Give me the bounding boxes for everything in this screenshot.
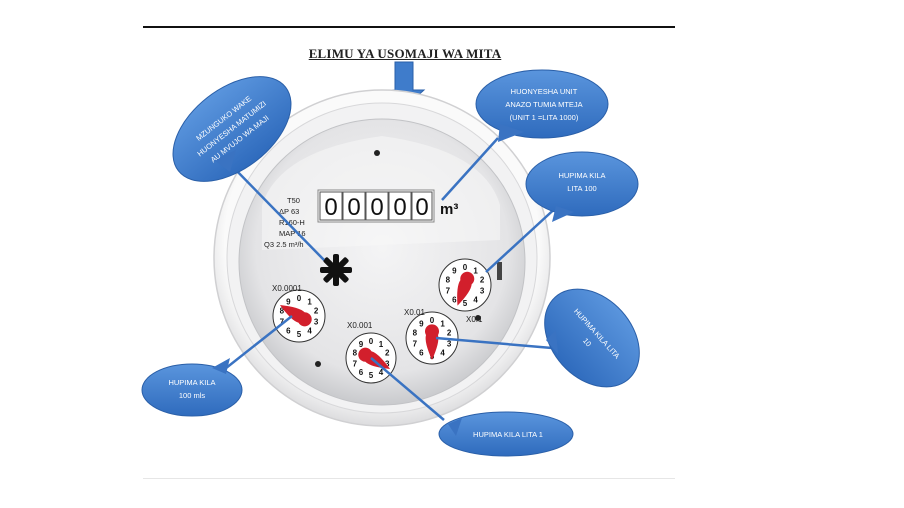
counter-digit-1: 0 <box>324 194 337 221</box>
counter-digit-3: 0 <box>370 194 383 221</box>
dial-number: 8 <box>413 328 418 337</box>
callout-lita-100-line-2: LITA 100 <box>567 184 596 193</box>
counter-window: 0 0 0 0 0 m³ <box>317 189 458 223</box>
dial-number: 2 <box>447 328 452 337</box>
dial-number: 4 <box>440 349 445 358</box>
dial-number: 7 <box>413 340 418 349</box>
dial-number: 7 <box>280 318 285 327</box>
bottom-rule <box>143 478 675 479</box>
dial-label-x0-01: X0.01 <box>404 308 425 317</box>
dial-number: 4 <box>307 327 312 336</box>
dial-number: 7 <box>353 359 358 368</box>
dial-number: 5 <box>369 371 374 380</box>
callout-lita-100-line-1: HUPIMA KILA <box>558 171 605 180</box>
callout-units-line-1: HUONYESHA UNIT <box>511 87 578 96</box>
dial-number: 0 <box>463 263 468 272</box>
callout-rotation: MZUNGUKO WAKE HUONYESHA MATUMIZI AU MVUJ… <box>172 76 292 182</box>
spec-line-1: T50 <box>287 196 300 205</box>
dial-pointer <box>457 271 475 306</box>
dial-pointer <box>358 347 391 369</box>
callout-units: HUONYESHA UNIT ANAZO TUMIA MTEJA (UNIT 1… <box>475 69 609 142</box>
dial-number: 1 <box>440 319 445 328</box>
callout-lita-1-line-1: HUPIMA KILA LITA 1 <box>473 430 543 439</box>
dial-number: 3 <box>447 340 452 349</box>
dial-number: 5 <box>463 299 468 308</box>
counter-unit: m³ <box>440 201 458 218</box>
spec-line-4: MAP 16 <box>279 229 306 238</box>
dial-number: 8 <box>446 275 451 284</box>
dial-number: 4 <box>379 368 384 377</box>
dial-number: 0 <box>430 316 435 325</box>
callout-lita-100: HUPIMA KILA LITA 100 <box>525 151 639 222</box>
dial-number: 8 <box>280 306 285 315</box>
dial-number: 2 <box>385 349 390 358</box>
dial-number: 3 <box>480 287 485 296</box>
star-wheel-icon <box>320 254 352 286</box>
spec-line-2: ΔP 63 <box>279 207 299 216</box>
dial-label-x0-001: X0.001 <box>347 321 373 330</box>
meter-specs: T50 ΔP 63 R160-H MAP 16 Q3 2.5 m³/h <box>264 196 306 249</box>
dial-label-x0-0001: X0.0001 <box>272 284 302 293</box>
spec-line-3: R160-H <box>279 218 305 227</box>
spec-line-5: Q3 2.5 m³/h <box>264 240 304 249</box>
callout-lita-1: HUPIMA KILA LITA 1 <box>438 411 574 457</box>
dial-number: 7 <box>446 287 451 296</box>
dial-number: 3 <box>385 359 390 368</box>
dials-group: 0123456789012345678901234567890123456789 <box>272 258 492 384</box>
callout-mls-100-line-2: 100 mls <box>179 391 206 400</box>
dial-pointer <box>425 324 440 360</box>
dial-number: 6 <box>359 368 364 377</box>
counter-digit-2: 0 <box>347 194 360 221</box>
dial-number: 5 <box>297 330 302 339</box>
leader-lines <box>215 137 561 421</box>
dial-number: 1 <box>473 266 478 275</box>
dial-number: 1 <box>307 297 312 306</box>
dial-number: 9 <box>419 319 424 328</box>
dial-number: 8 <box>353 349 358 358</box>
dial-label-x0-1: X0.1 <box>466 315 483 324</box>
dial-number: 9 <box>359 340 364 349</box>
dial-number: 6 <box>452 296 457 305</box>
callout-units-line-3: (UNIT 1 =LITA 1000) <box>510 113 579 122</box>
top-rule <box>143 26 675 28</box>
dial-number: 9 <box>286 297 291 306</box>
dial-number: 2 <box>314 306 319 315</box>
dial-number: 6 <box>286 327 291 336</box>
dial-number: 9 <box>452 266 457 275</box>
callout-mls-100-line-1: HUPIMA KILA <box>168 378 215 387</box>
dial-number: 0 <box>297 294 302 303</box>
callout-mls-100: HUPIMA KILA 100 mls <box>141 358 243 417</box>
dial-pointer <box>279 305 312 327</box>
dial-number: 2 <box>480 275 485 284</box>
dial-number: 1 <box>379 340 384 349</box>
counter-digit-5: 0 <box>415 194 428 221</box>
dial-number: 0 <box>369 337 374 346</box>
dial-number: 6 <box>419 349 424 358</box>
callout-units-line-2: ANAZO TUMIA MTEJA <box>505 100 582 109</box>
counter-digit-4: 0 <box>393 194 406 221</box>
page-title: ELIMU YA USOMAJI WA MITA <box>308 46 502 61</box>
dial-number: 3 <box>314 318 319 327</box>
dial-number: 4 <box>473 296 478 305</box>
callout-lita-10: HUPIMA KILA LITA 10 <box>544 288 640 388</box>
